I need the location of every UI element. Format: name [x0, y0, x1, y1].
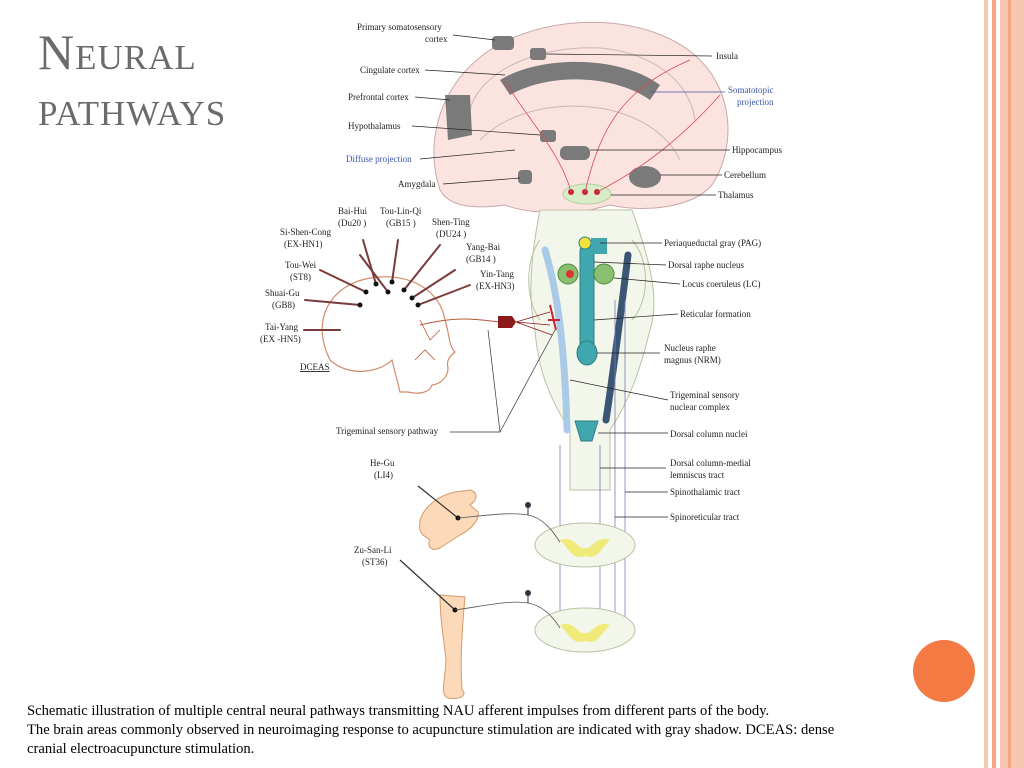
- head-profile: [321, 276, 456, 394]
- label-diffuse-projection: Diffuse projection: [346, 154, 412, 164]
- title-line-1: Neural: [38, 24, 197, 80]
- raphe-column: [579, 244, 595, 356]
- label-cingulate: Cingulate cortex: [360, 65, 420, 75]
- label-yang-bai-1: Yang-Bai: [466, 242, 501, 252]
- title-line-2: pathways: [38, 80, 227, 136]
- trigeminal-tract: [541, 246, 571, 434]
- label-bai-hui-1: Bai-Hui: [338, 206, 367, 216]
- label-cortex: cortex: [425, 34, 448, 44]
- label-hypothalamus: Hypothalamus: [348, 121, 401, 131]
- slide-title: Neural pathways: [38, 24, 226, 136]
- nrm: [576, 340, 598, 366]
- label-tou-wei-1: Tou-Wei: [285, 260, 317, 270]
- pag: [578, 236, 592, 250]
- label-drn: Dorsal raphe nucleus: [668, 260, 744, 270]
- label-trigeminal-pathway: Trigeminal sensory pathway: [336, 426, 439, 436]
- label-trigeminal-2: nuclear complex: [670, 402, 730, 412]
- figure-caption: Schematic illustration of multiple centr…: [27, 702, 987, 759]
- neural-pathways-diagram: Primary somatosensory cortex Cingulate c…: [260, 21, 782, 699]
- hypothalamus-shadow: [540, 130, 556, 142]
- acupuncture-needles: [303, 239, 471, 331]
- label-prefrontal: Prefrontal cortex: [348, 92, 409, 102]
- dorsal-column-nuclei: [574, 420, 599, 442]
- locus-coeruleus-right: [593, 263, 615, 285]
- label-somatotopic-2: projection: [737, 97, 774, 107]
- label-dcml-2: lemniscus tract: [670, 470, 725, 480]
- spinal-section-upper: [534, 522, 636, 568]
- caption-line-1: Schematic illustration of multiple centr…: [27, 703, 770, 719]
- label-zu-san-li-2: (ST36): [362, 557, 388, 567]
- label-tai-yang-2: (EX -HN5): [260, 334, 301, 344]
- label-hippocampus: Hippocampus: [732, 145, 782, 155]
- label-tou-wei-2: (ST8): [290, 272, 311, 282]
- label-yang-bai-2: (GB14 ): [466, 254, 496, 264]
- label-si-shen-cong-1: Si-Shen-Cong: [280, 227, 332, 237]
- label-tou-lin-qi-2: (GB15 ): [386, 218, 416, 228]
- label-si-shen-cong-2: (EX-HN1): [284, 239, 323, 249]
- cingulate-shadow: [500, 61, 660, 100]
- stripe: [1000, 0, 1024, 768]
- label-zu-san-li-1: Zu-San-Li: [354, 545, 392, 555]
- label-shen-ting-2: (DU24 ): [436, 229, 466, 239]
- label-bai-hui-2: (Du20 ): [338, 218, 366, 228]
- spinothalamic-tract: [602, 251, 632, 424]
- brain-outline: [433, 21, 729, 213]
- label-tai-yang-1: Tai-Yang: [265, 322, 298, 332]
- label-spinothalamic: Spinothalamic tract: [670, 487, 741, 497]
- label-thalamus: Thalamus: [718, 190, 754, 200]
- cerebellum-shadow: [629, 166, 661, 188]
- label-tou-lin-qi-1: Tou-Lin-Qi: [380, 206, 422, 216]
- prefrontal-shadow: [445, 95, 472, 140]
- stripe: [992, 0, 996, 768]
- label-trigeminal-1: Trigeminal sensory: [670, 390, 740, 400]
- label-reticular: Reticular formation: [680, 309, 751, 319]
- caption-line-3: cranial electroacupuncture stimulation.: [27, 741, 255, 757]
- label-pag: Periaqueductal gray (PAG): [664, 238, 761, 248]
- label-nrm-1: Nucleus raphe: [664, 343, 716, 353]
- stripe: [1008, 0, 1011, 768]
- label-shen-ting-1: Shen-Ting: [432, 217, 470, 227]
- label-yin-tang-2: (EX-HN3): [476, 281, 515, 291]
- hippocampus-shadow: [560, 146, 590, 160]
- insula-shadow: [530, 48, 546, 60]
- stripe: [984, 0, 988, 768]
- caption-line-2: The brain areas commonly observed in neu…: [27, 722, 835, 738]
- label-he-gu-2: (LI4): [374, 470, 393, 480]
- amygdala-shadow: [518, 170, 532, 184]
- label-primary-somatosensory: Primary somatosensory: [357, 22, 442, 32]
- label-spinoreticular: Spinoreticular tract: [670, 512, 740, 522]
- spinal-section-lower: [534, 607, 636, 653]
- leg: [439, 594, 466, 699]
- label-dcml-1: Dorsal column-medial: [670, 458, 751, 468]
- label-somatotopic-1: Somatotopic: [728, 85, 774, 95]
- decorative-stripes: [984, 0, 1024, 768]
- label-shuai-gu-1: Shuai-Gu: [265, 288, 300, 298]
- label-shuai-gu-2: (GB8): [272, 300, 295, 310]
- label-he-gu-1: He-Gu: [370, 458, 395, 468]
- label-dorsal-column-nuclei: Dorsal column nuclei: [670, 429, 748, 439]
- label-nrm-2: magnus (NRM): [664, 355, 721, 365]
- label-lc: Locus coeruleus (LC): [682, 279, 760, 289]
- trigeminal-ganglion: [498, 316, 516, 328]
- accent-circle: [913, 640, 975, 702]
- label-amygdala: Amygdala: [398, 179, 436, 189]
- label-cerebellum: Cerebellum: [724, 170, 766, 180]
- hand: [419, 489, 479, 550]
- label-insula: Insula: [716, 51, 738, 61]
- label-dceas: DCEAS: [300, 362, 330, 372]
- somatosensory-shadow: [492, 36, 514, 50]
- label-yin-tang-1: Yin-Tang: [480, 269, 514, 279]
